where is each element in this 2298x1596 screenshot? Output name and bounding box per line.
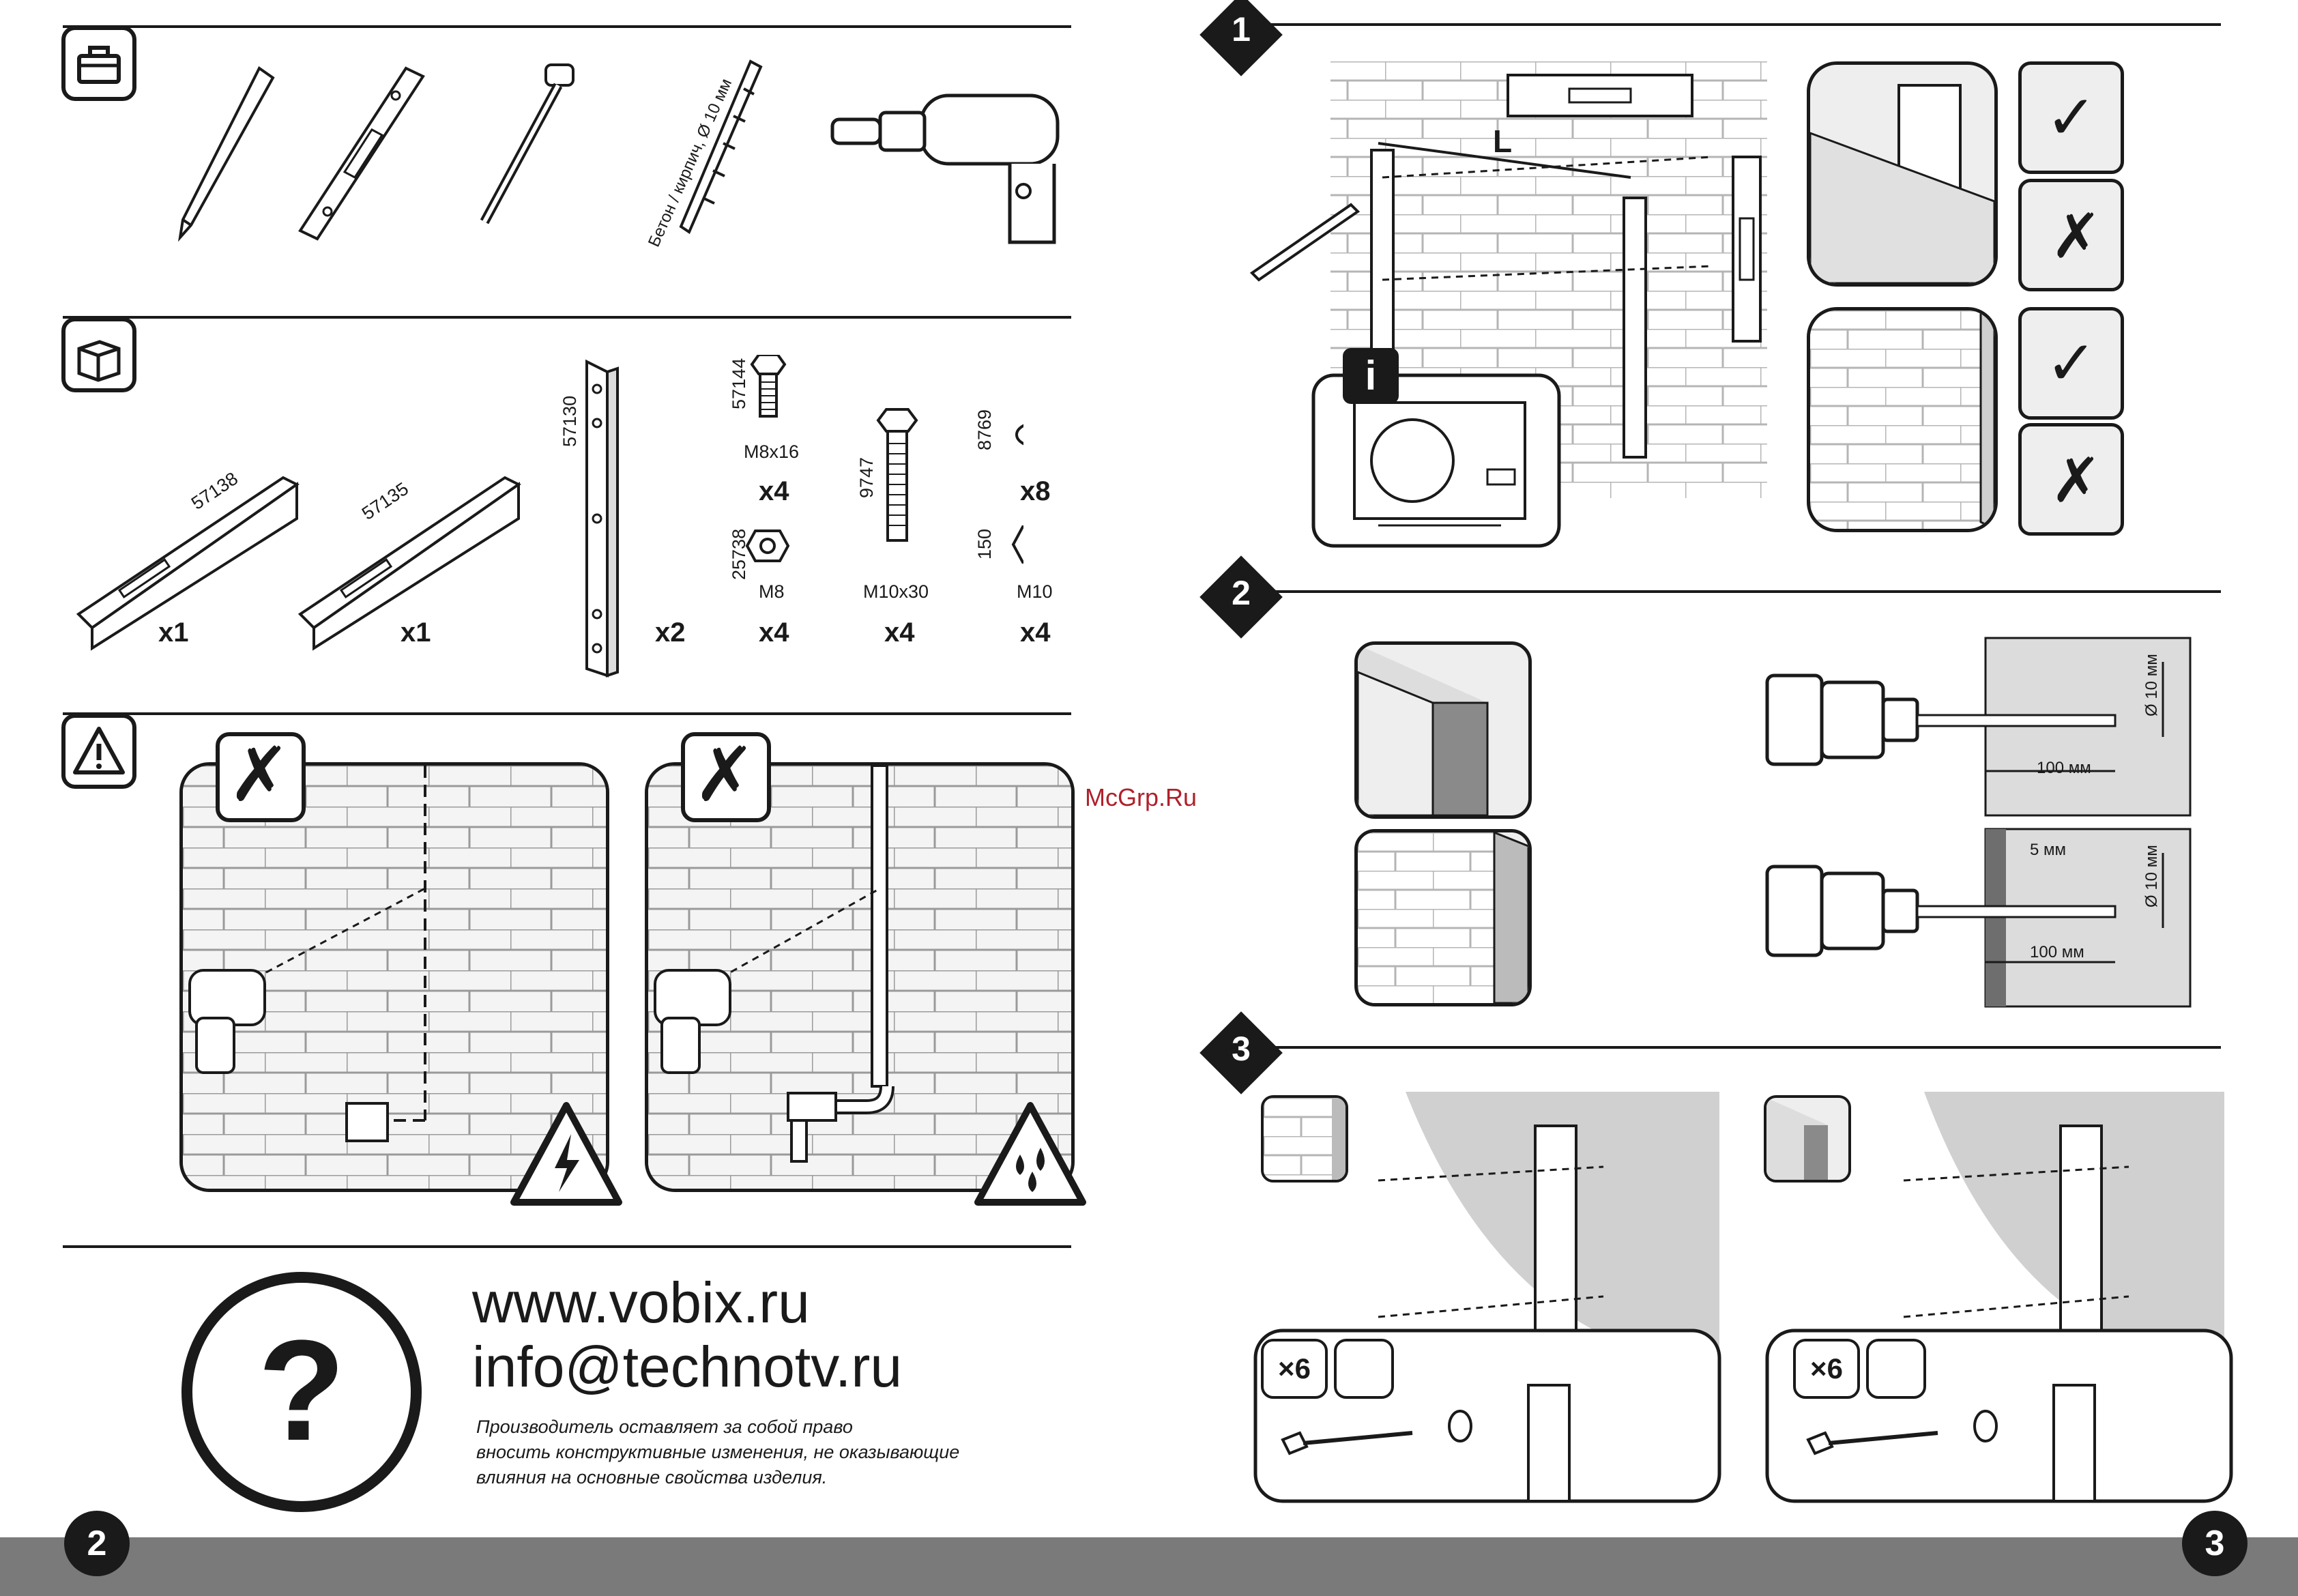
wrench-icon xyxy=(1334,1339,1394,1399)
part-quantity: x4 xyxy=(759,476,789,506)
bracket-part xyxy=(297,476,521,651)
box-icon xyxy=(61,317,136,392)
page-number-right: 3 xyxy=(2182,1511,2248,1576)
toolbox-icon xyxy=(61,26,136,101)
wrong-example xyxy=(2018,423,2124,536)
hole-diameter-label: Ø 10 мм xyxy=(2142,845,2161,908)
part-quantity: x4 xyxy=(759,618,789,648)
drill-bit-icon xyxy=(679,59,763,234)
question-icon: ? xyxy=(179,1269,424,1518)
section-divider xyxy=(1221,23,2221,26)
part-quantity: x4 xyxy=(1020,618,1051,648)
socket-wrench-icon xyxy=(480,63,574,224)
parts-illustration xyxy=(76,355,1023,678)
correct-example xyxy=(2018,307,2124,420)
warning-panel-water xyxy=(645,762,1075,1192)
brick-frame-callout xyxy=(1807,307,1998,532)
hole-depth-label: 100 мм xyxy=(2030,943,2084,961)
warning-icon xyxy=(61,714,136,789)
nut-part xyxy=(1011,525,1023,564)
wrong-example xyxy=(2018,179,2124,291)
step-number: 1 xyxy=(1232,10,1251,48)
part-code: 150 xyxy=(974,528,995,560)
power-drill-icon xyxy=(830,93,1060,244)
brick-wall xyxy=(648,766,1071,1189)
part-code: 9747 xyxy=(856,456,877,498)
step1-illustration xyxy=(1249,61,1767,548)
section-divider xyxy=(1221,1046,2221,1049)
part-code: 57130 xyxy=(559,395,580,447)
part-code: 8769 xyxy=(974,409,995,450)
rail-part xyxy=(585,359,619,678)
brick-wall-icon xyxy=(1261,1095,1348,1183)
part-size: M10x30 xyxy=(863,581,929,602)
svg-text:?: ? xyxy=(258,1310,345,1470)
cross-icon: ✗ xyxy=(2050,447,2102,515)
dimension-label: L xyxy=(1493,124,1513,159)
step-number: 3 xyxy=(1232,1030,1251,1068)
part-size: M10 xyxy=(1017,581,1053,602)
tools-illustration xyxy=(177,59,1060,244)
offset-label: 5 мм xyxy=(2030,841,2067,859)
concrete-wall-callout xyxy=(1354,641,1532,819)
hole-depth-label: 100 мм xyxy=(2037,759,2091,777)
footer-bar xyxy=(0,1537,2298,1596)
cross-icon: ✗ xyxy=(216,732,306,822)
email[interactable]: info@technotv.ru xyxy=(472,1335,903,1399)
bracket-part xyxy=(76,476,300,651)
water-hazard-icon xyxy=(972,1100,1088,1213)
section-divider xyxy=(1221,590,2221,593)
part-quantity: x2 xyxy=(655,618,686,648)
concrete-wall-icon xyxy=(1764,1095,1851,1183)
disclaimer-line: вносить конструктивные изменения, не ока… xyxy=(476,1442,960,1462)
wrench-icon xyxy=(1866,1339,1926,1399)
watermark: McGrp.Ru xyxy=(1085,783,1197,811)
part-quantity: x8 xyxy=(1020,476,1051,506)
high-voltage-icon xyxy=(508,1100,624,1213)
step3-concrete-mounting xyxy=(1765,1092,2233,1503)
part-quantity: x1 xyxy=(401,618,431,648)
part-quantity: x4 xyxy=(884,618,915,648)
step-number: 2 xyxy=(1232,574,1251,612)
bolt-part xyxy=(876,408,918,542)
brick-wall-callout xyxy=(1354,829,1532,1006)
section-divider xyxy=(63,712,1071,715)
bolt-part xyxy=(750,355,787,418)
part-code: 25738 xyxy=(729,528,749,580)
part-quantity: x1 xyxy=(158,618,189,648)
part-code: 57144 xyxy=(729,358,749,409)
correct-example xyxy=(2018,61,2124,174)
website[interactable]: www.vobix.ru xyxy=(472,1271,810,1335)
part-size: M8 xyxy=(759,581,785,602)
cross-icon: ✗ xyxy=(681,732,771,822)
page-number-left: 2 xyxy=(64,1511,130,1576)
info-icon: i xyxy=(1343,348,1399,404)
washer-part xyxy=(1015,424,1023,446)
brick-wall xyxy=(183,766,606,1189)
spirit-level-icon xyxy=(298,66,425,241)
section-divider xyxy=(63,316,1071,319)
hole-diameter-label: Ø 10 мм xyxy=(2142,654,2161,716)
step3-brick-mounting xyxy=(1253,1092,1721,1503)
pencil-icon xyxy=(177,66,275,242)
section-divider xyxy=(63,1245,1071,1248)
nut-part xyxy=(745,529,790,562)
quantity-badge: ×6 xyxy=(1793,1339,1860,1399)
wood-frame-callout xyxy=(1807,61,1998,287)
cross-icon: ✗ xyxy=(2050,203,2102,271)
step2-drilling xyxy=(1765,637,2192,1008)
section-divider xyxy=(63,25,1071,28)
part-size: M8x16 xyxy=(744,441,800,462)
disclaimer-line: влияния на основные свойства изделия. xyxy=(476,1467,828,1488)
check-icon: ✓ xyxy=(2046,84,2097,152)
disclaimer-line: Производитель оставляет за собой право xyxy=(476,1417,853,1437)
quantity-badge: ×6 xyxy=(1261,1339,1328,1399)
warning-panel-electric xyxy=(179,762,609,1192)
check-icon: ✓ xyxy=(2046,330,2097,398)
